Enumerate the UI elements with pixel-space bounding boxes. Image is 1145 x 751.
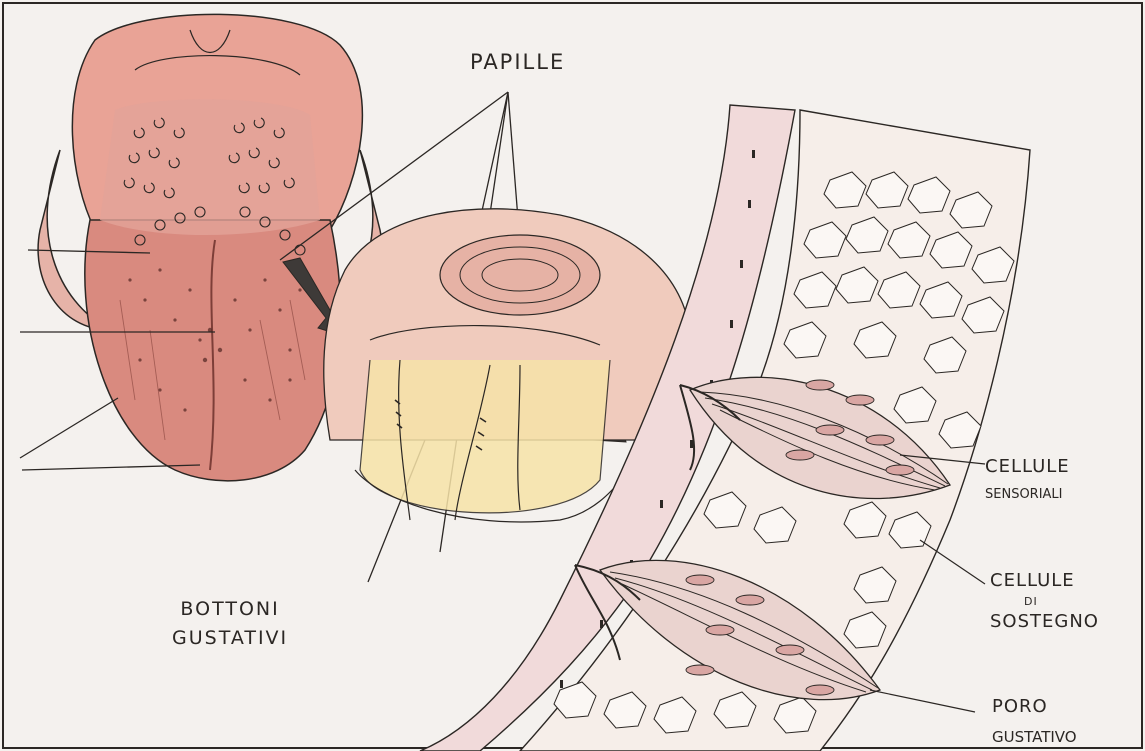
- label-poro-line2: GUSTATIVO: [992, 730, 1077, 745]
- label-cellule-di-sostegno: CELLULE DI SOSTEGNO: [990, 572, 1099, 631]
- label-bottoni-line2: GUSTATIVI: [172, 629, 288, 648]
- label-cellule-sensoriali: CELLULE SENSORIALI: [985, 458, 1070, 501]
- label-papille: PAPILLE: [470, 52, 565, 73]
- label-cellule-sostegno-line3: SOSTEGNO: [990, 613, 1099, 631]
- label-poro-gustativo: PORO GUSTATIVO: [992, 698, 1077, 745]
- label-bottoni-line1: BOTTONI: [172, 600, 288, 619]
- label-cellule-sostegno-line2: DI: [1024, 596, 1099, 607]
- label-cellule-sensoriali-line1: CELLULE: [985, 458, 1070, 476]
- label-bottoni-gustativi: BOTTONI GUSTATIVI: [172, 600, 288, 658]
- label-cellule-sensoriali-line2: SENSORIALI: [985, 488, 1070, 501]
- label-cellule-sostegno-line1: CELLULE: [990, 572, 1099, 590]
- label-poro-line1: PORO: [992, 698, 1077, 716]
